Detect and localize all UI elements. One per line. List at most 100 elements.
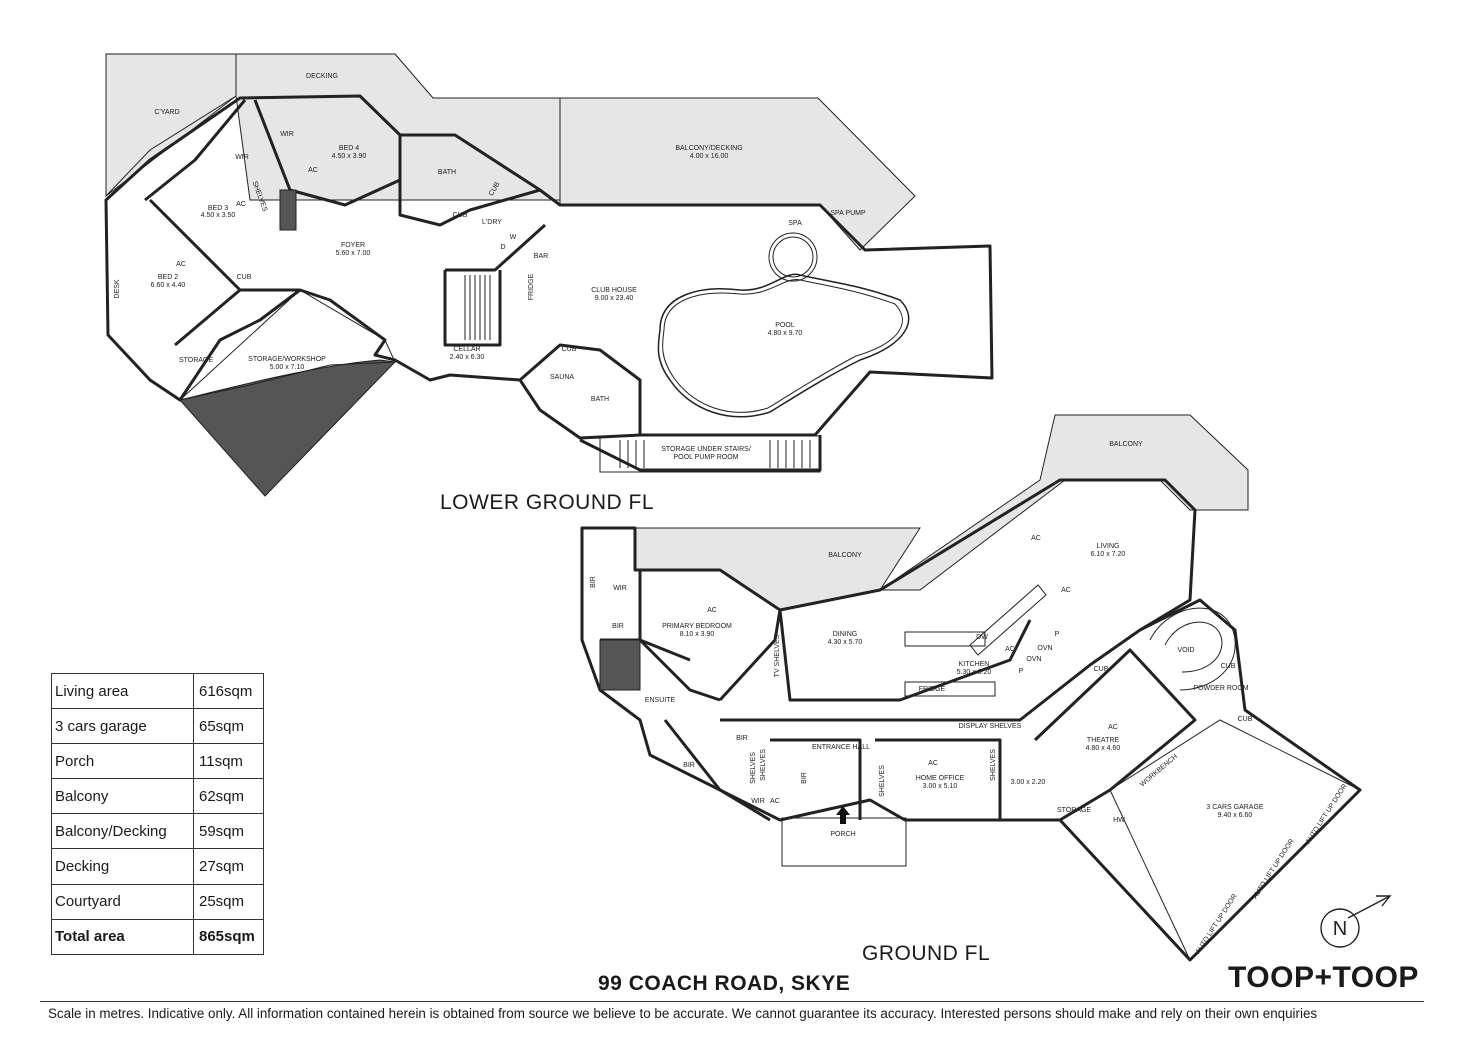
ac-unit-label: AC [928,760,938,767]
ground-room-labels: BALCONY BALCONY LIVING 6.10 x 7.20 WIR B… [590,441,1349,955]
room-label: BATH [591,396,609,403]
area-value: 59sqm [193,813,264,850]
room-label: ENTRANCE HALL [812,744,870,751]
area-value: 616sqm [193,672,264,710]
area-label: Balcony [51,778,194,815]
room-label: PORCH [830,831,855,838]
room-label: SAUNA [550,374,574,381]
room-label: POOL [775,322,795,329]
property-address: 99 COACH ROAD, SKYE [598,972,851,995]
area-label: Porch [51,743,194,780]
lower-ground-floor-plan [104,53,994,497]
void-spiral-stair [1149,607,1236,691]
room-label: STORAGE [1057,807,1091,814]
room-label: STORAGE [179,357,213,364]
disclaimer-text: Scale in metres. Indicative only. All in… [48,1006,1318,1021]
appliance-label: OVN [1026,656,1041,663]
room-label: STORAGE UNDER STAIRS/ [661,446,751,453]
room-label: WIR [235,154,249,161]
north-arrow-icon: N [1320,895,1392,948]
storage-workshop-ramp [179,359,397,497]
room-label: DECKING [306,73,338,80]
room-label: KITCHEN [959,661,990,668]
appliance-label: P [1019,668,1024,675]
room-label: CLUB HOUSE [591,287,637,294]
room-label: SHELVES [879,765,886,797]
appliance-label: DW [976,634,988,641]
pool-shape [657,273,910,418]
door-label: AUTO LIFT UP DOOR [1305,783,1349,846]
ac-unit-label: AC [1005,646,1015,653]
room-dimension: 8.10 x 3.90 [680,631,715,638]
room-dimension: 9.00 x 23.40 [595,295,634,302]
ground-floor-plan [580,414,1362,962]
ac-unit-label: AC [1108,724,1118,731]
area-value: 11sqm [193,743,264,780]
room-label: ENSUITE [645,697,676,704]
room-dimension: 9.40 x 6.60 [1218,812,1253,819]
appliance-label: FRIDGE [919,686,946,693]
room-label: BALCONY/DECKING [675,145,742,152]
area-label: Decking [51,848,194,885]
room-label: C'YARD [154,109,179,116]
room-label: VOID [1177,647,1194,654]
lower-building-outline [104,94,994,440]
ac-unit-label: AC [1031,535,1041,542]
area-label: Courtyard [51,883,194,920]
room-label: FRIDGE [528,273,535,300]
entry-arrow-icon [836,806,850,824]
balcony-decking-area [559,97,916,251]
room-label: BALCONY [1109,441,1143,448]
north-label: N [1333,918,1347,940]
ac-unit-label: AC [1061,587,1071,594]
room-dimension: 3.00 x 2.20 [1011,779,1046,786]
room-label: BED 4 [339,145,359,152]
room-label: PRIMARY BEDROOM [662,623,732,630]
door-label: AUTO LIFT UP DOOR [1195,893,1239,956]
room-label: SPA [788,220,802,227]
room-label: BATH [438,169,456,176]
room-label: DINING [833,631,858,638]
room-dimension: 4.80 x 4.60 [1086,745,1121,752]
room-label: WIR [613,585,627,592]
room-label: BIR [590,576,597,588]
room-label: BALCONY [828,552,862,559]
room-dimension: 5.30 x 6.20 [957,669,992,676]
room-label: THEATRE [1087,737,1119,744]
area-value: 62sqm [193,778,264,815]
room-dimension: 6.10 x 7.20 [1091,551,1126,558]
room-label: SPA PUMP [830,210,866,217]
ac-unit-label: AC [176,261,186,268]
room-label: CUB [237,274,252,281]
room-label: FOYER [341,242,365,249]
spa-tub [768,232,818,282]
room-label: BIR [801,772,808,784]
room-label: BIR [612,623,624,630]
room-label: DISPLAY SHELVES [959,723,1022,730]
appliance-label: W [510,234,517,241]
area-value: 25sqm [193,883,264,920]
courtyard-area [105,53,237,198]
ac-unit-label: AC [236,201,246,208]
room-label: CUB [453,212,468,219]
area-label: Total area [51,918,194,955]
room-dimension: 6.60 x 4.40 [151,282,186,289]
area-label: Living area [51,672,194,710]
room-label: BAR [534,253,548,260]
ac-unit-label: AC [707,607,717,614]
ac-unit-label: AC [308,167,318,174]
ground-building-outline [580,478,1362,962]
room-dimension: 5.00 x 7.10 [270,364,305,371]
room-label: LIVING [1097,543,1120,550]
room-label: SHELVES [990,749,997,781]
room-label: WIR [751,798,765,805]
room-dimension: 4.50 x 3.90 [332,153,367,160]
